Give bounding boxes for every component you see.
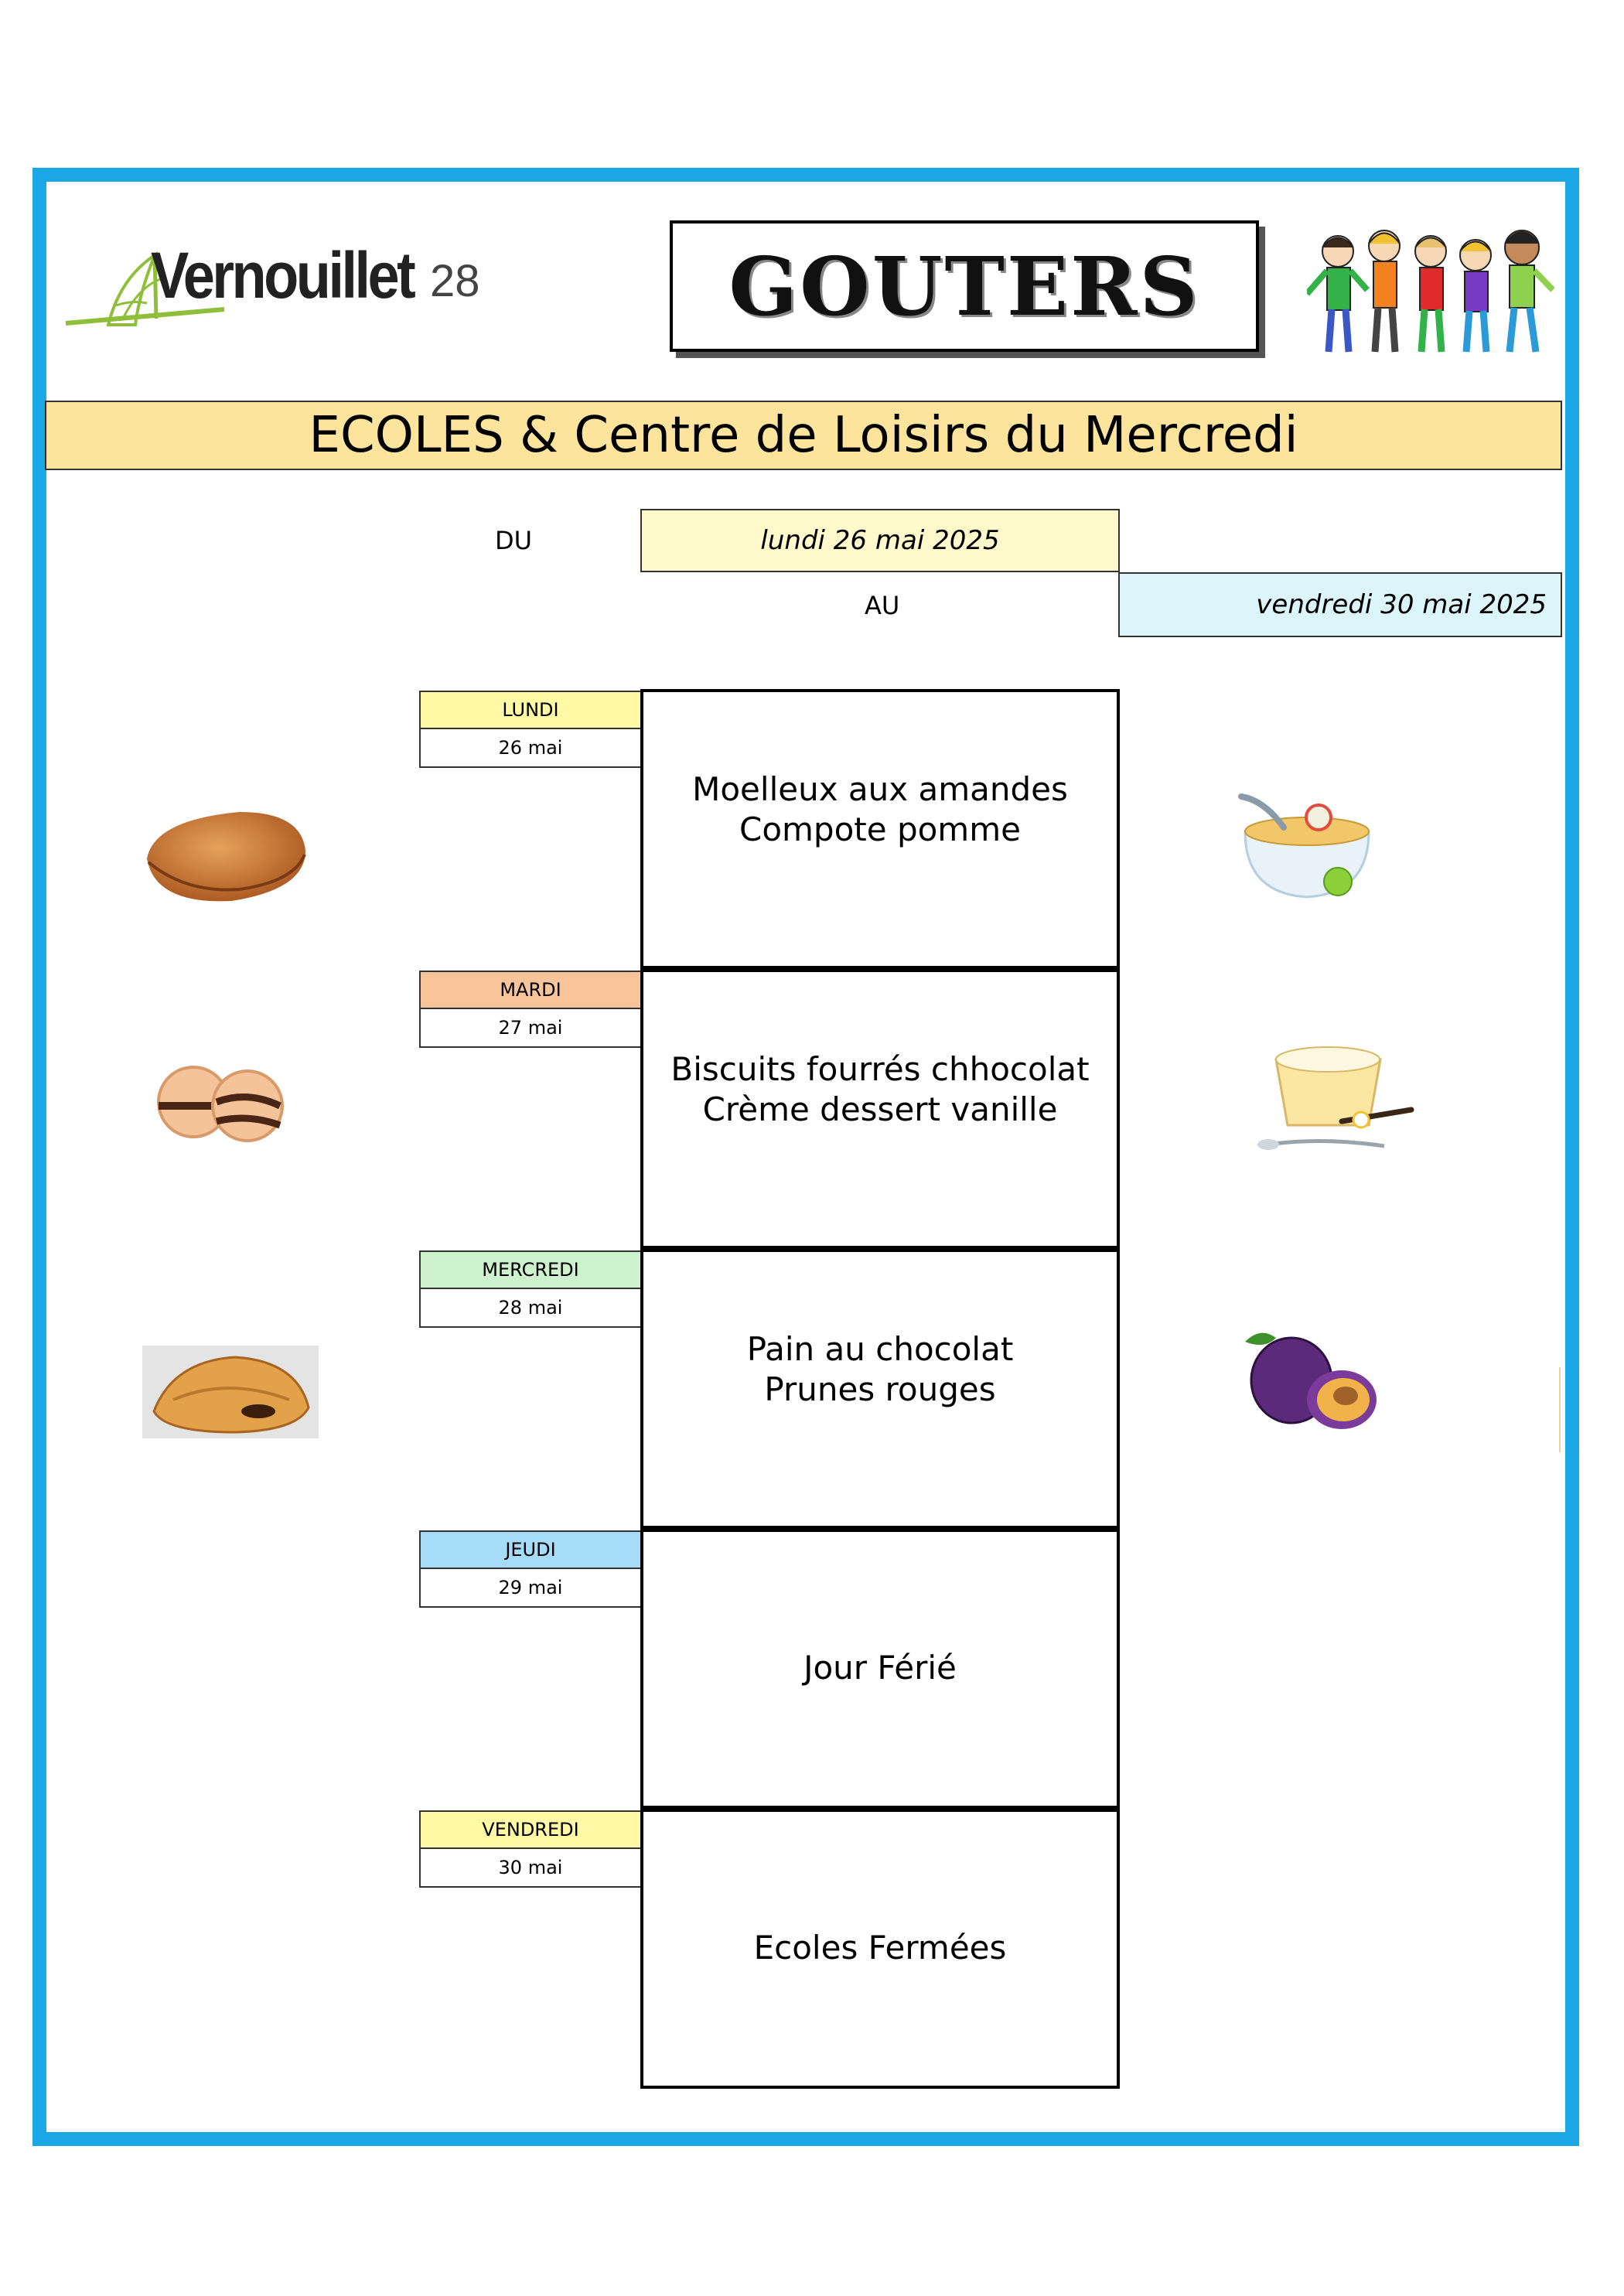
page-title: GOUTERS	[728, 238, 1200, 334]
menu-item: Jour Férié	[803, 1649, 957, 1687]
menu-item: Ecoles Fermées	[753, 1929, 1007, 1967]
day-label-mercredi: MERCREDI	[419, 1250, 642, 1289]
menu-cell-mercredi: Pain au chocolat Prunes rouges	[640, 1249, 1120, 1529]
menu-cell-mardi: Biscuits fourrés chhocolat Crème dessert…	[640, 969, 1120, 1249]
day-label-lundi: LUNDI	[419, 691, 642, 729]
logo-text: Vernouillet	[151, 239, 416, 312]
day-label-vendredi: VENDREDI	[419, 1810, 642, 1849]
menu-item: Biscuits fourrés chhocolat	[670, 1050, 1090, 1088]
apple-compote-icon	[1238, 793, 1370, 899]
menu-cell-jeudi: Jour Férié	[640, 1529, 1120, 1809]
day-date-mercredi: 28 mai	[419, 1289, 642, 1328]
menu-cell-lundi: Moelleux aux amandes Compote pomme	[640, 689, 1120, 969]
plums-icon	[1245, 1332, 1377, 1429]
almond-cake-icon	[147, 812, 306, 902]
menu-cell-vendredi: Ecoles Fermées	[640, 1809, 1120, 2089]
title-box: GOUTERS	[670, 220, 1259, 352]
menu-item: Crème dessert vanille	[702, 1090, 1058, 1128]
menu-item: Compote pomme	[739, 810, 1021, 848]
au-label: AU	[865, 591, 900, 620]
vanilla-cream-icon	[1257, 1046, 1414, 1150]
logo-emblem-icon	[65, 251, 225, 326]
menu-item: Prunes rouges	[764, 1370, 996, 1408]
page-frame	[32, 168, 1579, 2146]
menu-item: Pain au chocolat	[746, 1330, 1014, 1368]
day-date-lundi: 26 mai	[419, 729, 642, 768]
day-date-jeudi: 29 mai	[419, 1569, 642, 1608]
day-label-jeudi: JEUDI	[419, 1530, 642, 1569]
logo-number: 28	[430, 256, 480, 306]
page-banner: ECOLES & Centre de Loisirs du Mercredi	[45, 401, 1562, 470]
chocolate-biscuits-icon	[157, 1066, 284, 1142]
start-date-field: lundi 26 mai 2025	[640, 509, 1120, 572]
decor-line	[1559, 1367, 1561, 1452]
end-date-field: vendredi 30 mai 2025	[1118, 572, 1562, 637]
day-date-vendredi: 30 mai	[419, 1849, 642, 1888]
du-label: DU	[495, 526, 533, 555]
pain-au-chocolat-icon	[142, 1346, 319, 1438]
day-label-mardi: MARDI	[419, 971, 642, 1009]
children-group-icon	[1307, 230, 1554, 353]
menu-item: Moelleux aux amandes	[692, 770, 1068, 808]
day-date-mardi: 27 mai	[419, 1009, 642, 1048]
vernouillet-logo: Vernouillet 28	[62, 232, 495, 340]
